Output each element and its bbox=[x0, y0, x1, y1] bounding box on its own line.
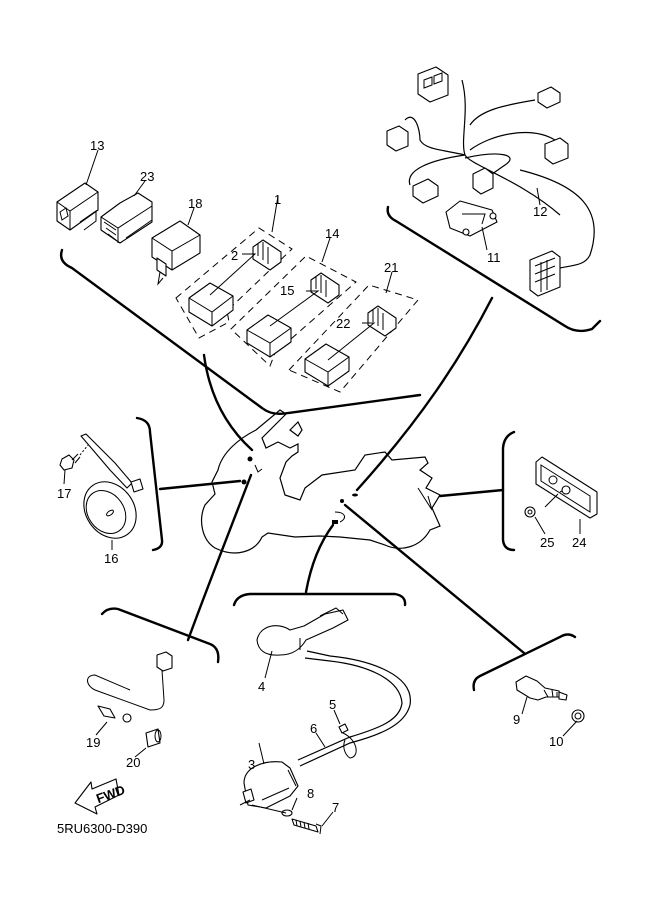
leader-top-right bbox=[355, 296, 494, 492]
callout-15: 15 bbox=[280, 283, 294, 298]
callout-22: 22 bbox=[336, 316, 350, 331]
spark-plug-cap-4 bbox=[256, 607, 349, 656]
panel-outline-reflector bbox=[501, 430, 516, 552]
panel-outline-thermo bbox=[472, 633, 577, 692]
callout-13: 13 bbox=[90, 138, 104, 153]
collar-20 bbox=[145, 728, 162, 748]
connector-pair-14 bbox=[246, 272, 340, 358]
ignition-coil-3 bbox=[239, 761, 299, 809]
callout-7: 7 bbox=[332, 800, 339, 815]
callout-labels: 1 2 3 4 5 6 7 8 9 10 11 12 13 14 15 16 1… bbox=[57, 138, 586, 815]
callout-20: 20 bbox=[126, 755, 140, 770]
connector-pair-21 bbox=[304, 305, 397, 387]
diagram-code: 5RU6300-D390 bbox=[57, 821, 147, 836]
motorcycle-outline bbox=[201, 409, 441, 554]
connector-set-21-outline bbox=[288, 284, 419, 393]
callout-1: 1 bbox=[274, 192, 281, 207]
leader-thermo bbox=[343, 503, 526, 655]
panel-outline-top-right bbox=[386, 205, 602, 333]
callout-17: 17 bbox=[57, 486, 71, 501]
clamp-5 bbox=[338, 723, 357, 759]
relay-panel bbox=[56, 149, 422, 416]
callout-10: 10 bbox=[549, 734, 563, 749]
connector-pair-1 bbox=[188, 239, 282, 327]
callout-12: 12 bbox=[533, 204, 547, 219]
callout-3: 3 bbox=[248, 757, 255, 772]
callout-5: 5 bbox=[329, 697, 336, 712]
callout-16: 16 bbox=[104, 551, 118, 566]
callout-21: 21 bbox=[384, 260, 398, 275]
lead-wire-19 bbox=[87, 651, 173, 723]
reflector-panel bbox=[501, 430, 598, 552]
horn-16 bbox=[80, 433, 144, 539]
forward-arrow: FWD bbox=[74, 778, 127, 815]
relay-13 bbox=[56, 182, 99, 231]
lead-wire-panel bbox=[87, 607, 220, 758]
leader-horn bbox=[158, 479, 242, 491]
harness-panel bbox=[386, 66, 602, 333]
callout-2: 2 bbox=[231, 248, 238, 263]
thermo-unit-9 bbox=[515, 675, 568, 701]
ignition-panel bbox=[232, 592, 411, 835]
callout-4: 4 bbox=[258, 679, 265, 694]
bolt-7 bbox=[291, 818, 322, 835]
relay-18 bbox=[151, 220, 201, 286]
leader-reflector bbox=[438, 488, 505, 498]
horn-panel bbox=[59, 416, 164, 552]
thermo-panel bbox=[472, 633, 585, 737]
callout-18: 18 bbox=[188, 196, 202, 211]
callout-6: 6 bbox=[310, 721, 317, 736]
bolt-17 bbox=[59, 444, 89, 471]
callout-9: 9 bbox=[513, 712, 520, 727]
connector-set-14-outline bbox=[230, 255, 357, 367]
relay-23 bbox=[100, 192, 153, 244]
callout-19: 19 bbox=[86, 735, 100, 750]
plug-lead-6 bbox=[297, 650, 411, 767]
leader-top-left bbox=[202, 353, 254, 452]
harness-main-connector bbox=[529, 250, 561, 297]
gasket-10 bbox=[571, 709, 585, 723]
connector-set-1-outline bbox=[175, 227, 293, 339]
screw-and-nut-25 bbox=[524, 485, 571, 518]
callout-11: 11 bbox=[487, 250, 501, 265]
panel-outline-top-left bbox=[59, 248, 422, 416]
panel-outline-horn bbox=[135, 416, 164, 552]
leader-coil bbox=[304, 523, 335, 594]
callout-8: 8 bbox=[307, 786, 314, 801]
panel-outline-ignition bbox=[232, 592, 407, 607]
callout-25: 25 bbox=[540, 535, 554, 550]
sensor-11 bbox=[445, 200, 498, 237]
leader-lead-wire bbox=[186, 473, 253, 642]
panel-outline-lead-wire bbox=[100, 607, 220, 664]
callout-23: 23 bbox=[140, 169, 154, 184]
harness-connector bbox=[417, 66, 449, 103]
washer-8 bbox=[281, 809, 293, 817]
callout-24: 24 bbox=[572, 535, 586, 550]
callout-14: 14 bbox=[325, 226, 339, 241]
